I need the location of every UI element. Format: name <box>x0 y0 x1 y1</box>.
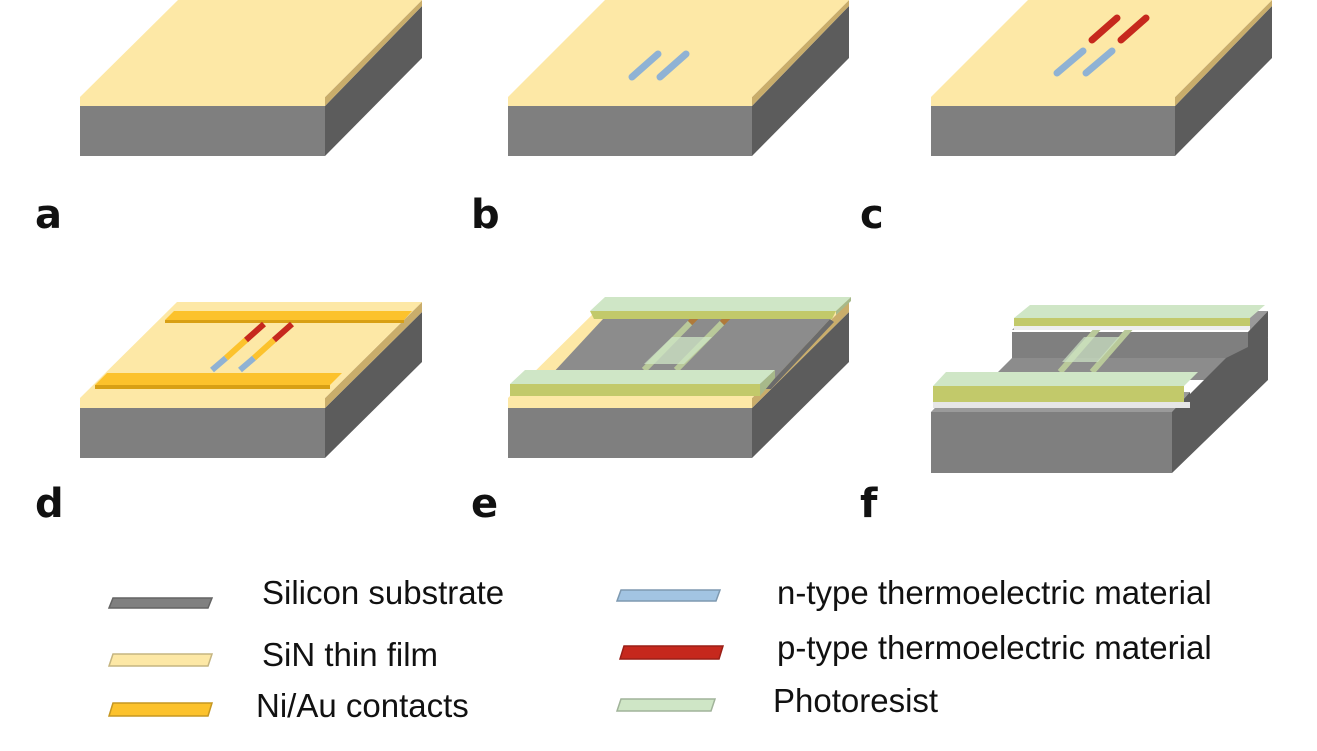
legend-swatch-ptype <box>618 645 725 660</box>
panel-label-e: e <box>471 481 498 527</box>
legend-item-ntype: n-type thermoelectric material <box>615 574 1212 611</box>
legend-swatch-photoresist <box>615 698 717 712</box>
legend-item-silicon: Silicon substrate <box>107 574 504 611</box>
panel-a: a <box>35 0 422 238</box>
panel-f: f <box>860 305 1268 527</box>
legend-swatch-ntype <box>615 589 722 602</box>
legend-item-ptype: p-type thermoelectric material <box>618 629 1212 666</box>
panel-e-front-contact <box>510 370 775 396</box>
panel-c-substrate <box>931 0 1272 156</box>
legend-label-photoresist: Photoresist <box>773 682 938 719</box>
panel-a-substrate <box>80 0 422 156</box>
legend-label-ntype: n-type thermoelectric material <box>777 574 1212 611</box>
panel-label-d: d <box>35 481 64 527</box>
legend-item-niau: Ni/Au contacts <box>107 687 469 724</box>
legend-label-niau: Ni/Au contacts <box>256 687 469 724</box>
legend-swatch-silicon <box>107 597 214 609</box>
panel-e-back-contact <box>590 297 851 319</box>
panel-d-thermocouples <box>210 321 294 373</box>
panel-e: e <box>471 297 851 527</box>
panel-label-c: c <box>860 192 884 238</box>
panel-b: b <box>471 0 849 238</box>
panel-label-b: b <box>471 192 500 238</box>
panel-c-ptype-legs <box>1088 14 1150 44</box>
legend: Silicon substrate SiN thin film Ni/Au co… <box>107 574 1212 724</box>
panel-c: c <box>860 0 1272 238</box>
panel-f-front-contact <box>933 372 1198 408</box>
panel-c-ntype-legs <box>1053 47 1116 77</box>
panel-d-contacts <box>95 311 412 389</box>
legend-item-sin: SiN thin film <box>107 636 438 673</box>
panel-label-a: a <box>35 192 62 238</box>
panel-f-back-contact <box>1014 305 1265 330</box>
legend-label-ptype: p-type thermoelectric material <box>777 629 1212 666</box>
panel-f-thermocouples <box>1057 324 1135 374</box>
legend-swatch-sin <box>107 653 214 667</box>
panel-label-f: f <box>860 481 878 527</box>
panel-b-ntype-legs <box>628 50 690 81</box>
panel-d: d <box>35 302 422 527</box>
legend-item-photoresist: Photoresist <box>615 682 938 719</box>
panel-b-substrate <box>508 0 849 156</box>
panel-e-photoresist-window <box>644 337 712 364</box>
legend-swatch-niau <box>107 702 214 717</box>
legend-label-silicon: Silicon substrate <box>262 574 504 611</box>
legend-label-sin: SiN thin film <box>262 636 438 673</box>
